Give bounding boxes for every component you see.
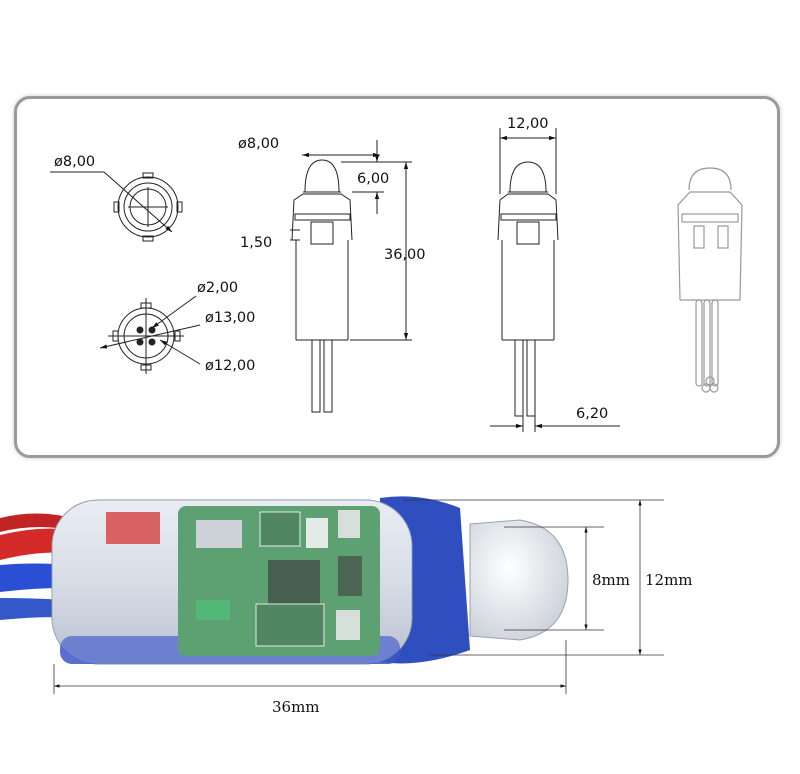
photo-product bbox=[0, 496, 569, 665]
lens-height-label: 6,00 bbox=[357, 171, 389, 187]
perspective-sketch bbox=[677, 167, 743, 393]
top-view bbox=[50, 171, 183, 242]
pin-spacing-label: 6,20 bbox=[576, 406, 608, 422]
lens-diameter-label: ø8,00 bbox=[238, 136, 279, 152]
side-view bbox=[290, 140, 412, 413]
led-lens bbox=[469, 519, 569, 641]
red-component bbox=[106, 512, 160, 544]
photo-lens-label: 8mm bbox=[592, 571, 630, 589]
technical-drawing-panel bbox=[14, 96, 780, 458]
photo-body-label: 12mm bbox=[645, 571, 693, 589]
photo-length-label: 36mm bbox=[272, 698, 320, 716]
photo-dimensions bbox=[53, 499, 664, 694]
flange-label: 1,50 bbox=[240, 235, 272, 251]
pin-view bbox=[99, 295, 201, 374]
front-view bbox=[490, 128, 620, 432]
length-label: 36,00 bbox=[384, 247, 426, 263]
width-label: 12,00 bbox=[507, 116, 549, 132]
body-diameter-label: ø12,00 bbox=[205, 358, 255, 374]
outer-diameter-label: ø13,00 bbox=[205, 310, 255, 326]
top-view-diameter-label: ø8,00 bbox=[54, 154, 95, 170]
pin-diameter-label: ø2,00 bbox=[197, 280, 238, 296]
